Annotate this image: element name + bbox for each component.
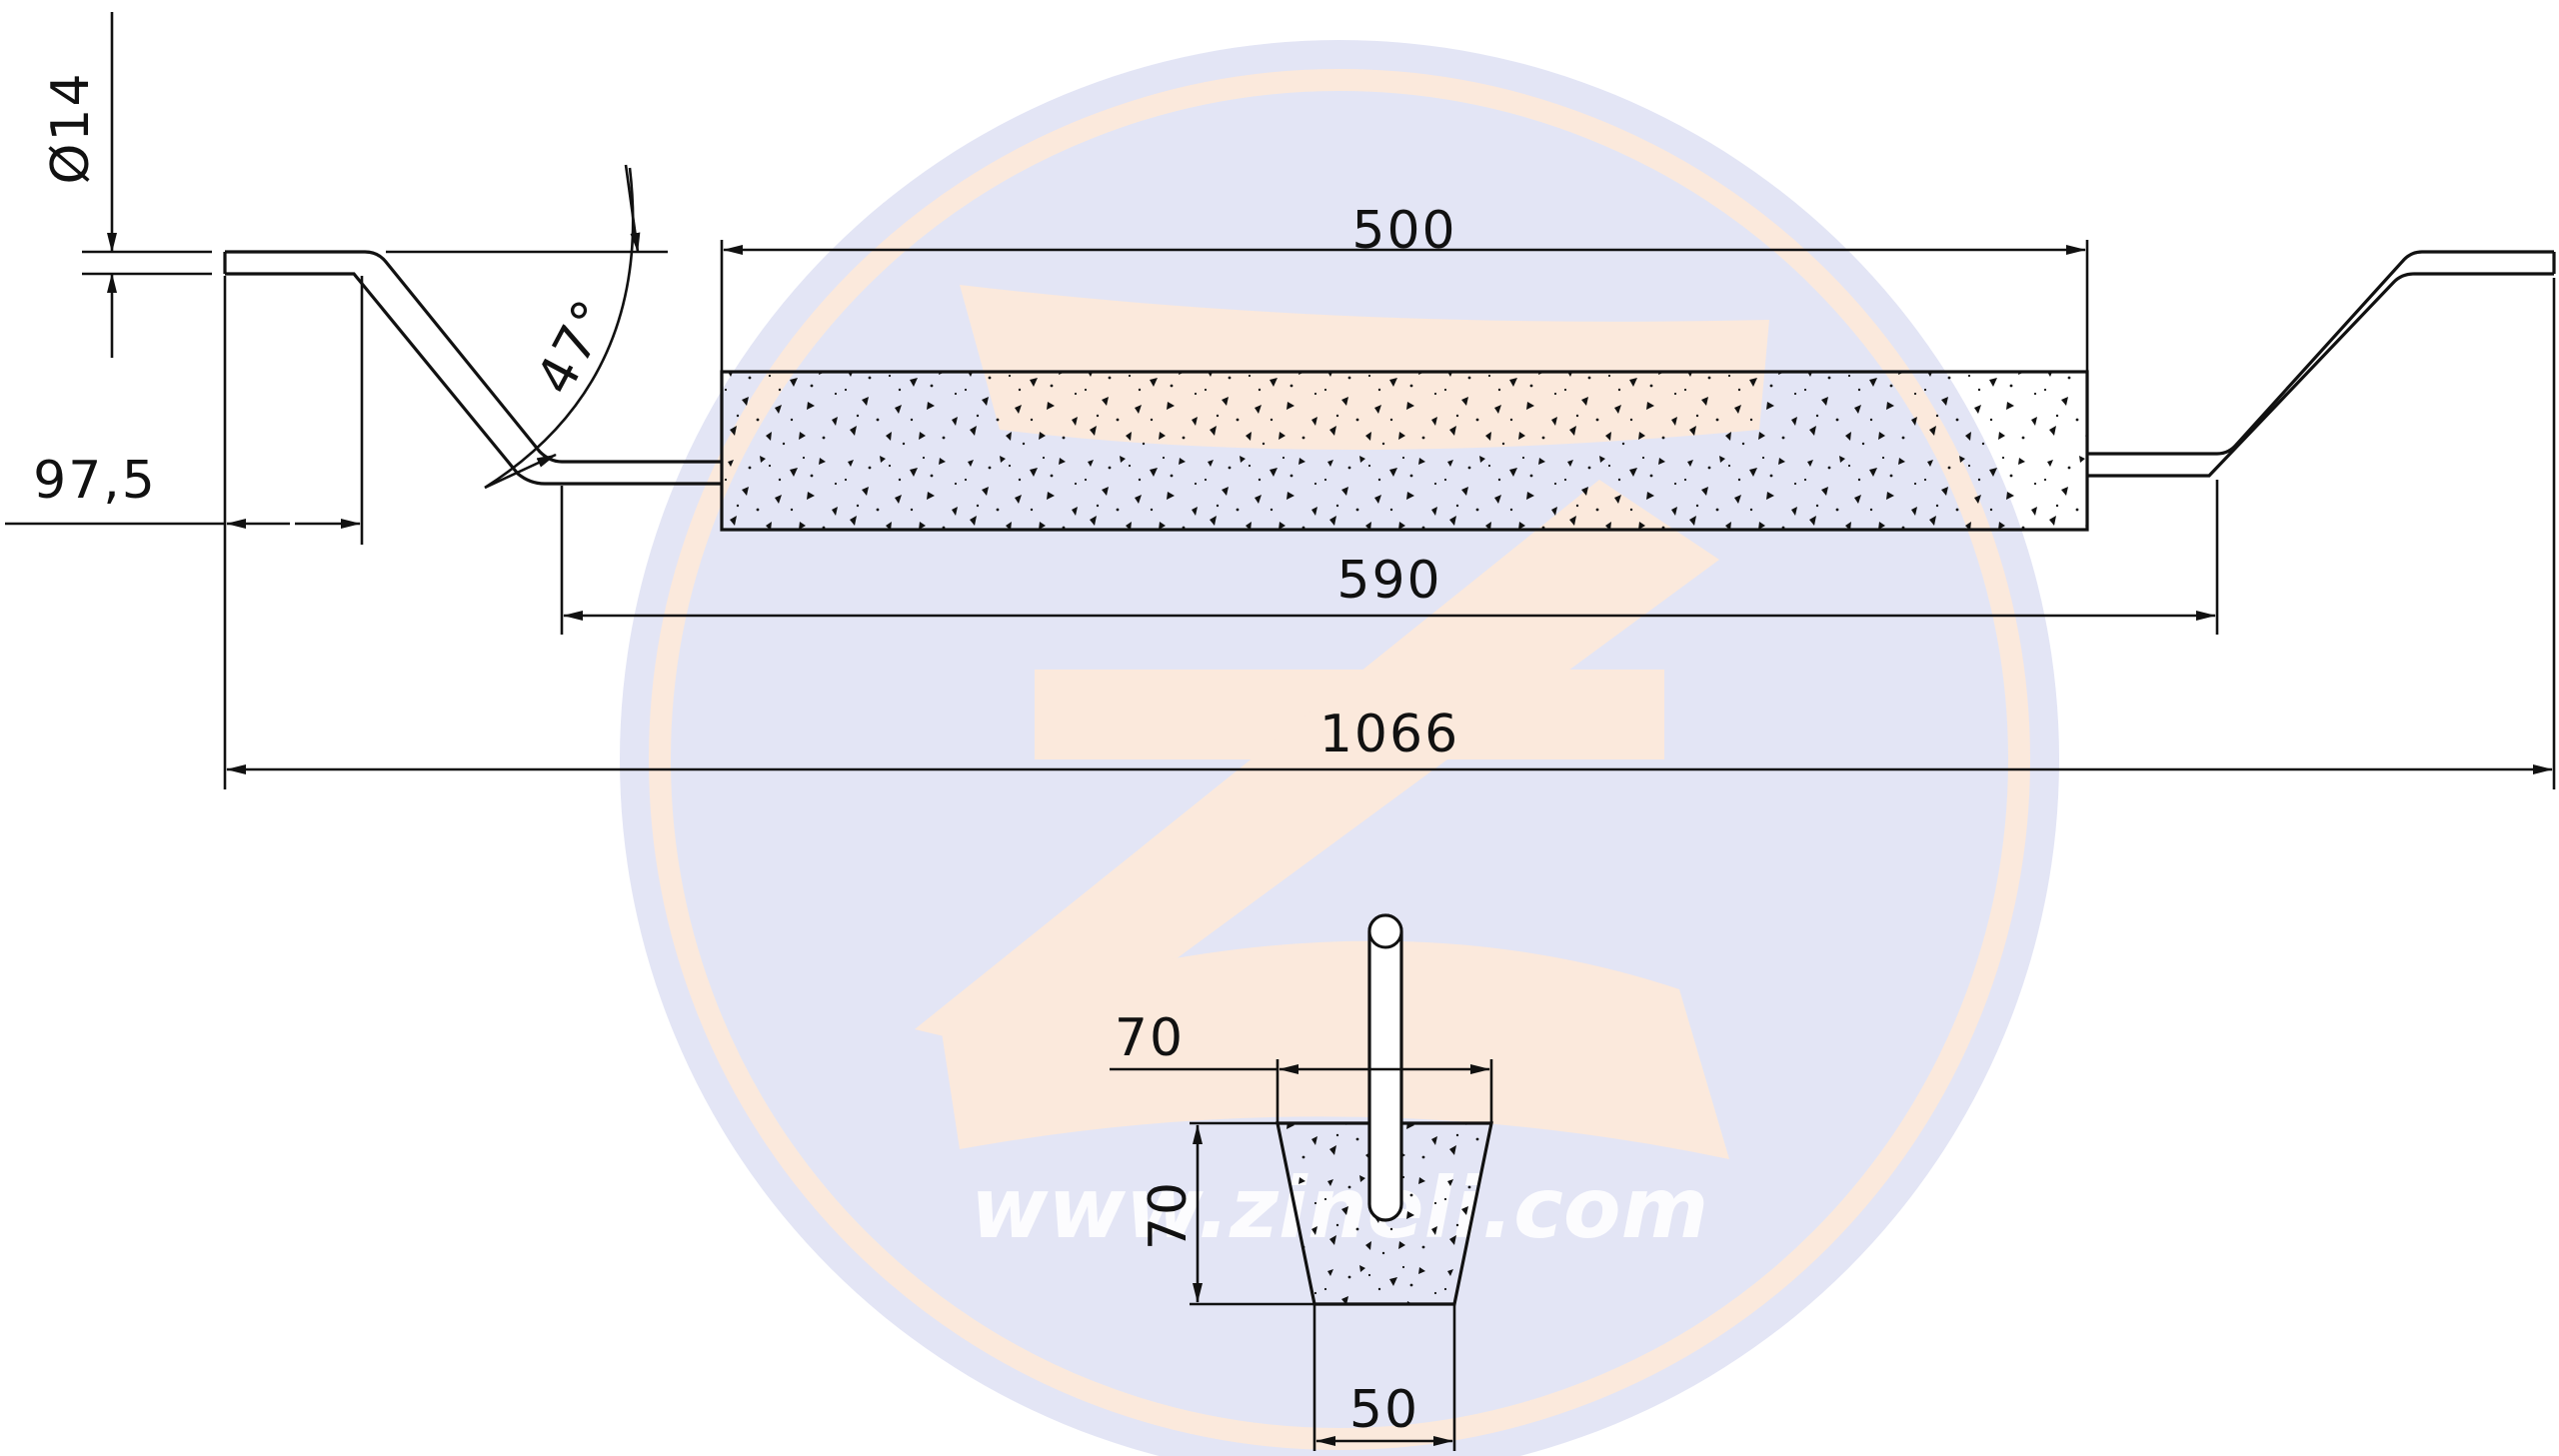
dim-label-inner-length: 590	[1336, 551, 1441, 611]
dim-label-rod-diameter: Ø14	[41, 71, 101, 184]
watermark-ring	[649, 69, 2030, 1450]
rod-left-bottom-edge	[225, 272, 722, 486]
dim-label-rod-offset: 97,5	[33, 451, 157, 511]
rod-left-top-edge	[225, 250, 722, 464]
cross-section: 70 70 50	[1110, 913, 1493, 1451]
dim-bend-angle: 47°	[386, 164, 668, 490]
dim-arrow-line	[484, 453, 557, 490]
dim-label-overall-length: 1066	[1319, 705, 1459, 764]
stone-body	[720, 370, 2089, 532]
dim-overall-length: 1066	[226, 278, 2556, 789]
dim-label-section-height: 70	[1139, 1180, 1199, 1250]
section-rod-end	[1367, 913, 1403, 949]
section-rod	[1367, 913, 1403, 1222]
dim-rod-offset: 97,5	[5, 276, 364, 789]
dim-label-section-top-width: 70	[1115, 1008, 1185, 1068]
dim-label-section-bottom-width: 50	[1349, 1380, 1419, 1440]
dim-arrow-line	[624, 164, 641, 253]
rod-right-bottom-edge	[2087, 272, 2554, 478]
watermark-logo-bottom	[940, 940, 1729, 1159]
dim-label-stone-length: 500	[1351, 201, 1456, 261]
dim-rod-diameter: Ø14	[41, 12, 212, 358]
dim-stone-length: 500	[720, 201, 2089, 372]
rod-right-top-edge	[2087, 250, 2554, 456]
dim-inner-length: 590	[560, 480, 2219, 635]
